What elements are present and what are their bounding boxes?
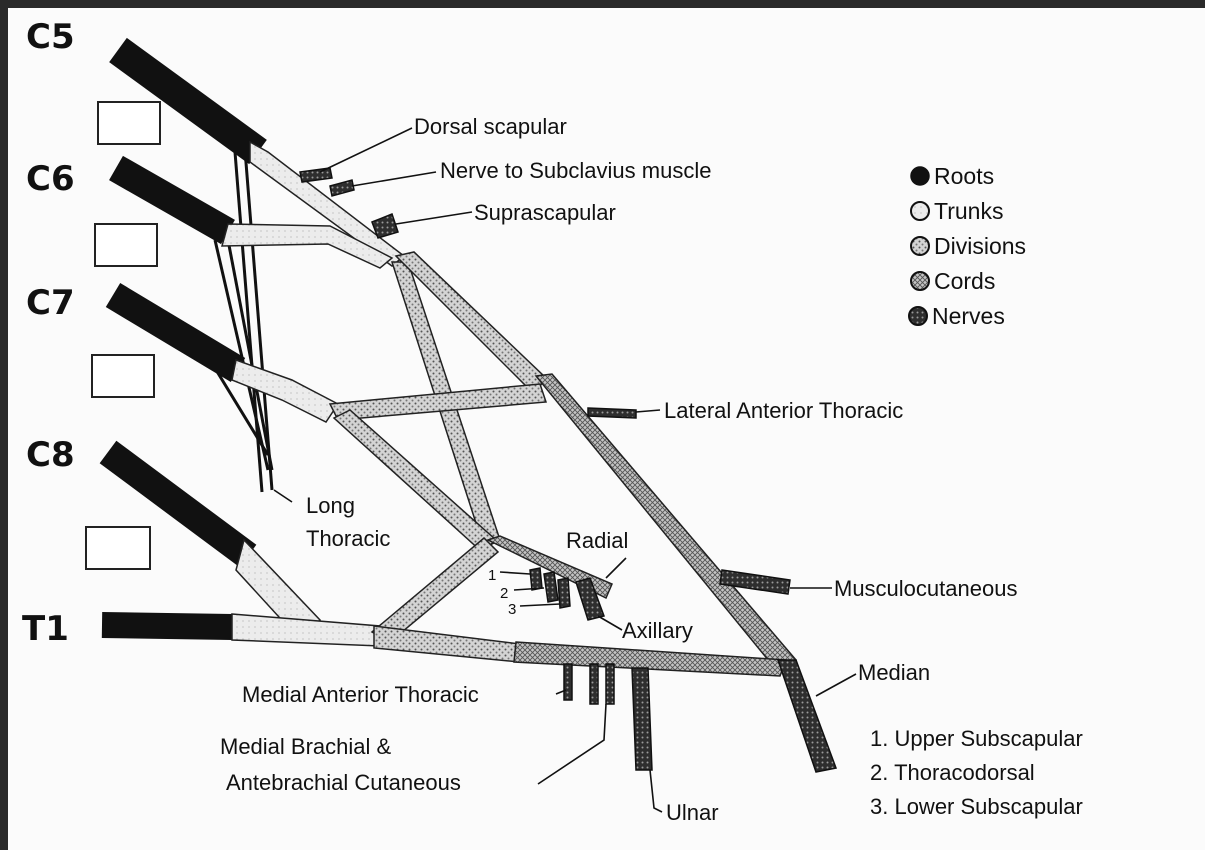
label-axillary: Axillary	[622, 618, 693, 643]
root-label-t1: T1	[22, 609, 69, 649]
answer-box	[98, 102, 160, 144]
answer-box	[95, 224, 157, 266]
label-nerve-to-subclavius: Nerve to Subclavius muscle	[440, 158, 711, 183]
label-medial-brachial-2: Antebrachial Cutaneous	[226, 770, 461, 795]
root-label-c6: C6	[26, 159, 75, 199]
legend-trunks-swatch	[911, 202, 929, 220]
branch-number-2: 2	[500, 585, 508, 602]
medial-brachial-cutaneous	[590, 664, 598, 704]
footnotes: 1. Upper Subscapular 2. Thoracodorsal 3.…	[870, 726, 1083, 819]
lower-posterior-division	[372, 538, 498, 642]
thoracodorsal	[544, 572, 558, 602]
label-suprascapular: Suprascapular	[474, 200, 616, 225]
dorsal-scapular-nerve	[300, 168, 332, 182]
root-c6	[116, 168, 228, 232]
label-medial-anterior-thoracic: Medial Anterior Thoracic	[242, 682, 479, 707]
root-label-c8: C8	[26, 435, 75, 475]
nerve-to-subclavius	[330, 180, 354, 196]
upper-subscapular	[530, 568, 542, 590]
median-nerve	[778, 660, 836, 772]
footnote-3: 3. Lower Subscapular	[870, 794, 1083, 819]
medial-cord	[514, 642, 786, 676]
label-lateral-anterior-thoracic: Lateral Anterior Thoracic	[664, 398, 903, 423]
long-thoracic-nerve	[210, 150, 272, 492]
footnote-1: 1. Upper Subscapular	[870, 726, 1083, 751]
legend-roots-swatch	[911, 167, 929, 185]
label-radial: Radial	[566, 528, 628, 553]
legend-cords-swatch	[911, 272, 929, 290]
answer-box	[86, 527, 150, 569]
legend-cords-label: Cords	[934, 268, 995, 294]
upper-trunk	[250, 142, 404, 266]
legend-trunks-label: Trunks	[934, 198, 1003, 224]
label-long-thoracic-2: Thoracic	[306, 526, 390, 551]
root-label-c7: C7	[26, 283, 75, 323]
medial-anterior-thoracic-nerve	[564, 664, 572, 700]
root-labels: C5 C6 C7 C8 T1	[22, 17, 75, 649]
label-medial-brachial-1: Medial Brachial &	[220, 734, 392, 759]
label-musculocutaneous: Musculocutaneous	[834, 576, 1017, 601]
suprascapular-nerve	[372, 214, 398, 238]
label-dorsal-scapular: Dorsal scapular	[414, 114, 567, 139]
branch-number-1: 1	[488, 567, 496, 584]
root-label-c5: C5	[26, 17, 75, 57]
lateral-anterior-thoracic-nerve	[588, 408, 636, 418]
ulnar-nerve	[632, 668, 652, 770]
legend-divisions-label: Divisions	[934, 233, 1026, 259]
label-median: Median	[858, 660, 930, 685]
branch-number-3: 3	[508, 601, 516, 618]
middle-trunk	[232, 360, 338, 422]
label-long-thoracic-1: Long	[306, 493, 355, 518]
legend: Roots Trunks Divisions Cords Nerves	[909, 163, 1026, 329]
legend-divisions-swatch	[911, 237, 929, 255]
medial-antebrachial-cutaneous	[606, 664, 614, 704]
legend-nerves-label: Nerves	[932, 303, 1005, 329]
root-t1	[102, 625, 232, 627]
legend-roots-label: Roots	[934, 163, 994, 189]
legend-nerves-swatch	[909, 307, 927, 325]
answer-box	[92, 355, 154, 397]
label-ulnar: Ulnar	[666, 800, 719, 825]
footnote-2: 2. Thoracodorsal	[870, 760, 1035, 785]
lower-anterior-division	[374, 626, 520, 662]
